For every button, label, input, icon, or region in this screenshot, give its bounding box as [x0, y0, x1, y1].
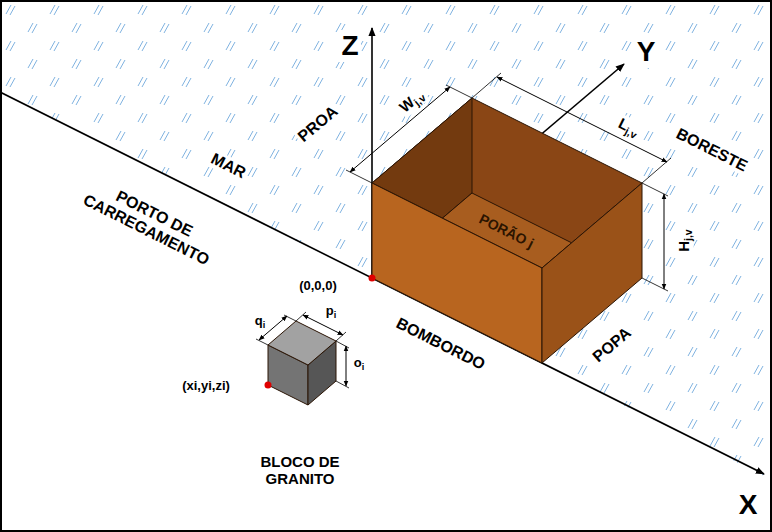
sea-hatch	[0, 0, 772, 480]
dimension-label: pi	[324, 304, 338, 320]
axis-label: Z	[339, 30, 360, 62]
x-axis-coastline	[0, 92, 764, 474]
dimension-label: oi	[352, 356, 366, 372]
extension-line	[284, 315, 296, 321]
node-text: BLOCO DE GRANITO	[250, 453, 350, 488]
hold-port-face	[372, 183, 542, 363]
reference-point	[265, 382, 272, 389]
extension-line	[336, 332, 346, 341]
extension-line	[472, 73, 501, 98]
origin-label: (0,0,0)	[297, 279, 339, 294]
axis-label: Y	[635, 36, 658, 68]
extension-line	[336, 341, 349, 348]
extension-line	[256, 339, 268, 345]
coordinate-label: (xi,yi,zi)	[180, 379, 232, 394]
dimension-line	[346, 346, 347, 386]
axis-label: X	[737, 489, 760, 521]
dimension-line	[664, 194, 665, 289]
dimension-label: qi	[253, 314, 267, 330]
dimension-label: Hj,v	[674, 228, 693, 255]
extension-line	[296, 312, 306, 321]
granite-block: BLOCO DE GRANITO	[170, 310, 430, 500]
block-top-face	[268, 321, 336, 365]
extension-line	[346, 170, 372, 183]
reference-point	[369, 275, 376, 282]
extension-line	[336, 381, 349, 388]
